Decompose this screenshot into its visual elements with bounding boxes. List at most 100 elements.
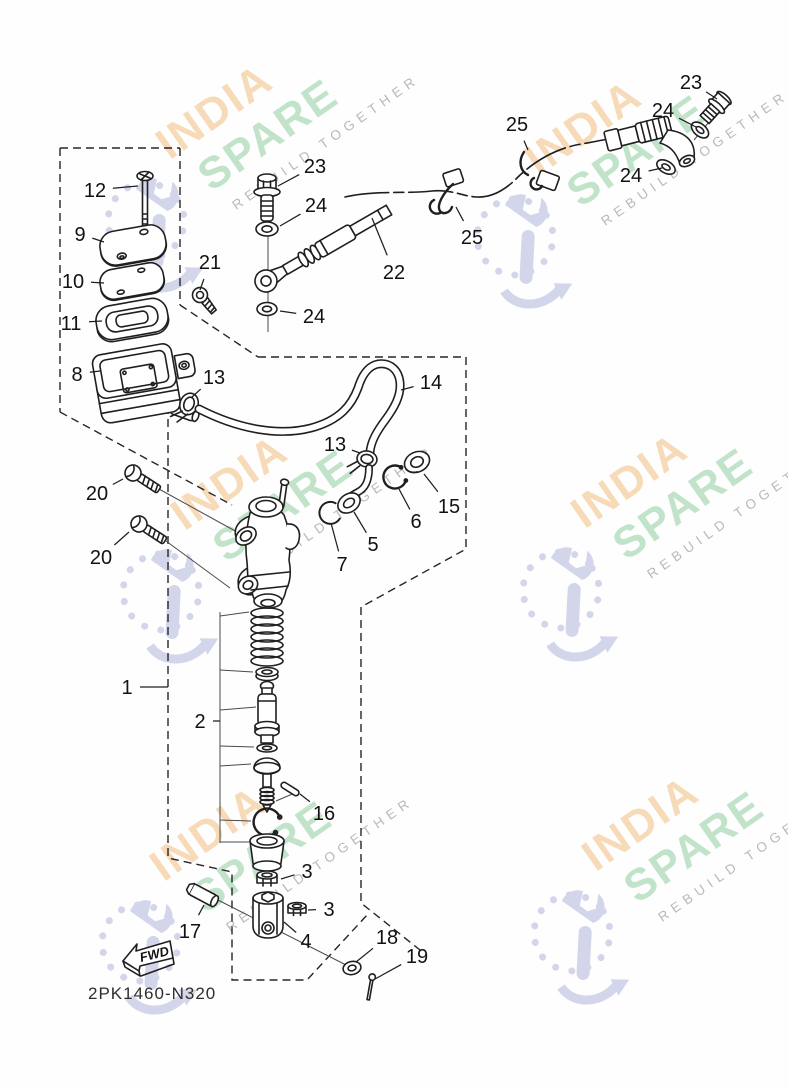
reservoir-tank-8 [91,343,200,424]
callout-leader-13 [190,388,202,399]
spring-seat [255,666,279,682]
clevis-joint-4 [252,891,284,939]
callout-leader-14 [400,385,414,391]
callout-leader-20 [113,531,130,546]
callout-4: 4 [300,931,311,953]
washer-24c [690,121,710,139]
cotter-pin-19 [366,973,377,1001]
callout-leader-6 [398,488,411,510]
callout-leader-11 [88,320,103,323]
callout-25: 25 [506,114,528,136]
nut-3b [287,901,307,917]
pipe-joint-5 [337,492,361,514]
grommet-15 [403,450,431,474]
screw-21 [191,286,218,315]
reservoir-screw-12 [136,170,154,232]
callout-leader-24 [648,167,663,172]
primary-cup [253,757,281,775]
callout-leader-12 [112,185,139,189]
piston [254,680,280,744]
callout-24: 24 [652,100,674,122]
callout-leader-16 [299,793,311,803]
reservoir-diaphragm-11 [95,297,170,343]
mount-screw-20a [124,464,162,494]
washer-24d [656,158,676,176]
callout-10: 10 [62,271,84,293]
piston-washer [256,743,278,753]
push-rod-tip [259,773,275,813]
assembly-bracket [219,611,257,843]
callout-14: 14 [420,372,442,394]
brake-hose-assembly [344,90,732,215]
callout-leader-17 [197,904,205,916]
callout-leader-8 [89,370,101,373]
washer-24b [256,301,278,317]
return-spring [250,607,284,667]
callout-leader-23 [277,174,300,187]
part-code-label: 2PK1460-N320 [88,984,216,1003]
callout-leader-22 [371,217,388,256]
callout-12: 12 [84,180,106,202]
callout-leader-3 [280,874,295,880]
reservoir-cap-9 [99,224,168,267]
callout-leader-7 [330,522,340,552]
callout-leader-4 [283,921,297,933]
callout-3: 3 [301,861,312,883]
fwd-label: FWD [138,943,171,965]
pin-16 [280,781,300,797]
callout-13: 13 [324,434,346,456]
callout-8: 8 [71,364,82,386]
callout-24: 24 [303,306,325,328]
master-cylinder-body [234,478,301,609]
flange-bolt-23a [253,173,281,222]
callout-20: 20 [90,547,112,569]
callout-16: 16 [313,803,335,825]
callout-leader-25 [523,140,529,151]
callout-leader-19 [374,964,402,980]
callout-leader-10 [90,281,105,284]
washer-18 [342,960,362,976]
callout-leader-13 [351,449,361,454]
fwd-arrow: FWD [122,940,175,977]
o-ring-7 [318,500,341,525]
callout-leader-20 [112,478,124,486]
nut-3a [256,870,278,887]
callout-leader-5 [353,511,367,534]
callout-leader-18 [355,947,374,963]
mount-screw-20b [130,515,168,545]
circlip-6 [382,464,409,490]
callout-3: 3 [323,899,334,921]
callout-24: 24 [305,195,327,217]
clevis-pin-17 [185,882,220,908]
callout-15: 15 [438,496,460,518]
callout-leader-24 [678,117,697,128]
callout-20: 20 [86,483,108,505]
callout-5: 5 [367,534,378,556]
callout-22: 22 [383,262,405,284]
callout-24: 24 [620,165,642,187]
callout-23: 23 [680,72,702,94]
callout-13: 13 [203,367,225,389]
hose-end-fitting [603,115,696,168]
callout-9: 9 [74,224,85,246]
callout-leader-23 [705,91,718,100]
boot [249,833,285,872]
cable-clamp-25b [428,168,465,215]
callout-2: 2 [194,711,205,733]
callout-leader-24 [279,213,301,227]
cable-clamp-25a [519,150,561,192]
callout-leader-15 [423,473,439,493]
callout-leader-25 [455,206,465,222]
callout-11: 11 [61,313,82,335]
callout-19: 19 [406,946,428,968]
callout-leader-21 [199,278,205,291]
callout-23: 23 [304,156,326,178]
reservoir-hose-14 [194,359,405,457]
flange-bolt-23b [699,90,732,125]
callout-7: 7 [336,554,347,576]
callout-6: 6 [410,511,421,533]
washer-24a [255,221,279,237]
dashed-group-outlines [59,147,467,981]
